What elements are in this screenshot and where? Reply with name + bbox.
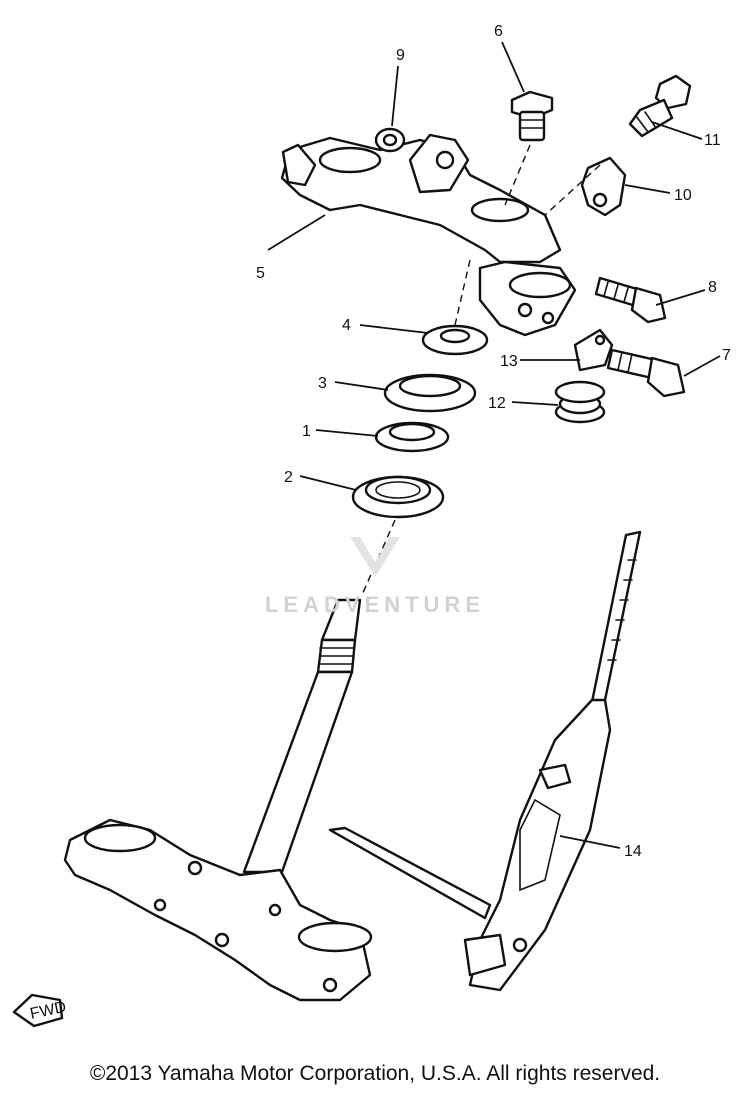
callout-10: 10 [674,187,692,204]
part-13 [573,328,614,372]
callout-14: 14 [624,843,642,860]
grommet-12 [554,380,606,424]
upper-bracket [280,133,577,337]
callout-3: 3 [318,375,327,392]
callout-4: 4 [342,317,351,334]
leader-lines [267,41,721,849]
bolt-6 [510,90,554,142]
callout-11: 11 [704,132,721,149]
bearing-2 [351,475,445,519]
bolt-11 [628,74,692,138]
bolt-7 [606,348,686,398]
nut-9 [374,127,406,153]
callout-8: 8 [708,279,717,296]
copyright-notice: ©2013 Yamaha Motor Corporation, U.S.A. A… [89,1062,661,1085]
ring-nut-4 [421,324,489,356]
watermark: LEADVENTURE [264,592,485,617]
clamp-10 [580,156,627,217]
fwd-arrow: FWD [12,993,68,1028]
bearing-1 [374,421,450,453]
callout-6: 6 [494,23,503,40]
callout-numbers: 9 6 11 10 5 8 4 13 7 3 12 1 2 14 [256,23,731,860]
cover-3 [383,373,477,413]
bolt-8 [594,276,667,324]
callout-5: 5 [256,265,265,282]
callout-12: 12 [488,395,506,412]
callout-7: 7 [722,347,731,364]
steering-stem [63,598,373,1002]
steering-damper-14 [328,530,642,992]
watermark-logo-icon [350,537,400,577]
exploded-parts-diagram: FWD 9 6 11 10 5 8 4 13 7 3 12 1 2 14 [12,23,731,1028]
callout-9: 9 [396,47,405,64]
callout-13: 13 [500,353,518,370]
callout-1: 1 [302,423,311,440]
callout-2: 2 [284,469,293,486]
